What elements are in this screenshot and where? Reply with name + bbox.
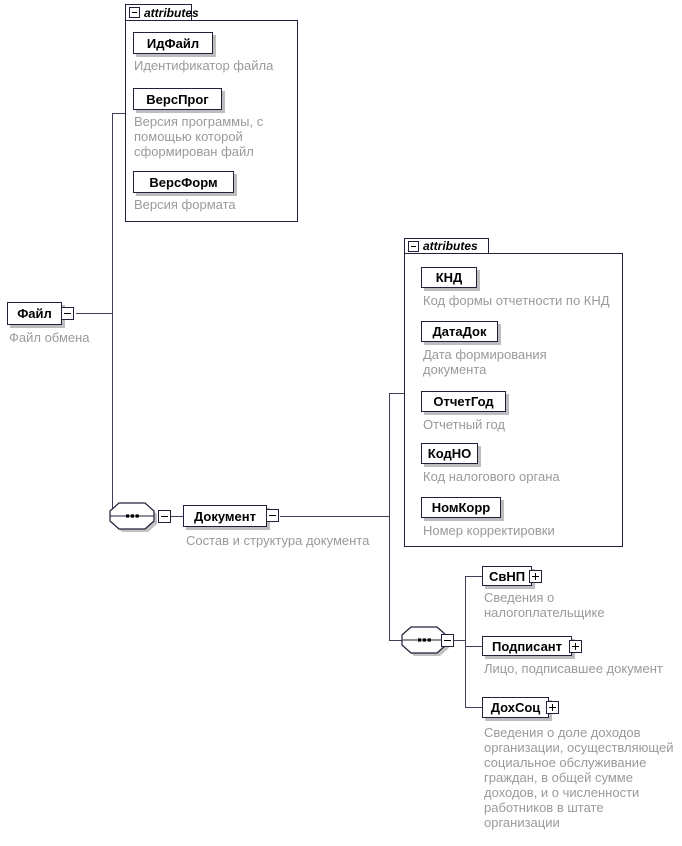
attribute-otchetgod[interactable]: ОтчетГод [421,391,506,412]
connector-line [389,393,390,641]
file-attributes-tab: attributes [125,4,199,21]
connector-line [465,707,482,708]
element-dohsoc-annotation: Сведения о доле доходов организации, осу… [484,725,674,830]
element-document-annotation: Состав и структура документа [186,533,370,548]
collapse-icon[interactable] [158,510,171,523]
connector-line [76,313,113,314]
attribute-idfile-annotation: Идентификатор файла [134,58,274,73]
collapse-icon[interactable] [129,7,140,18]
element-podpisant-annotation: Лицо, подписавшее документ [484,661,663,676]
element-svnp-annotation: Сведения о налогоплательщике [484,590,605,620]
sequence-compositor-icon[interactable] [109,502,159,533]
document-attributes-tab: attributes [404,238,489,254]
attribute-knd[interactable]: КНД [421,267,477,288]
connector-line [465,576,482,577]
collapse-icon[interactable] [266,509,279,522]
collapse-icon[interactable] [61,307,74,320]
attribute-otchetgod-annotation: Отчетный год [423,417,505,432]
attribute-knd-annotation: Код формы отчетности по КНД [423,293,610,308]
attribute-datadok[interactable]: ДатаДок [421,321,498,342]
expand-icon[interactable] [529,570,542,583]
element-document[interactable]: Документ [183,505,267,527]
connector-line [112,113,113,517]
connector-line [389,640,403,641]
attributes-label: attributes [423,239,478,253]
connector-line [280,516,390,517]
collapse-icon[interactable] [441,634,454,647]
attribute-kodno-annotation: Код налогового органа [423,469,560,484]
collapse-icon[interactable] [408,240,419,252]
attribute-versform-annotation: Версия формата [134,197,236,212]
attribute-datadok-annotation: Дата формирования документа [423,347,547,377]
element-file-annotation: Файл обмена [9,330,90,345]
attributes-label: attributes [144,5,199,20]
attribute-versprog[interactable]: ВерсПрог [133,88,222,110]
element-dohsoc[interactable]: ДохСоц [482,697,549,718]
expand-icon[interactable] [569,640,582,653]
connector-line [171,516,183,517]
attribute-versform[interactable]: ВерсФорм [133,171,234,193]
attribute-nomkorr[interactable]: НомКорр [421,497,501,518]
attribute-idfile[interactable]: ИдФайл [133,32,213,54]
element-file[interactable]: Файл [7,302,62,325]
element-podpisant[interactable]: Подписант [482,636,572,656]
connector-line [465,576,466,707]
document-attributes-frame [404,253,623,547]
attribute-versprog-annotation: Версия программы, с помощью которой сфор… [134,114,264,159]
sequence-compositor-icon[interactable] [401,626,451,657]
attribute-nomkorr-annotation: Номер корректировки [423,523,555,538]
element-svnp[interactable]: СвНП [482,566,532,586]
connector-line [389,393,405,394]
connector-line [454,640,465,641]
connector-line [465,646,482,647]
connector-line [112,113,126,114]
attribute-kodno[interactable]: КодНО [421,443,478,464]
expand-icon[interactable] [546,701,559,714]
